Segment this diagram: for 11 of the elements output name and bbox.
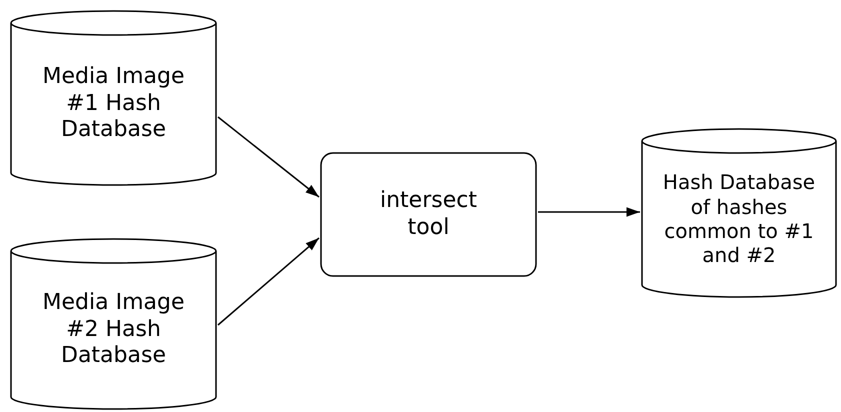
- node-label: Hash Database of hashes common to #1 and #2: [662, 170, 816, 268]
- process-box: [320, 152, 537, 277]
- node-label: Media Image #1 Hash Database: [42, 64, 186, 144]
- arrow: [538, 207, 640, 217]
- database-cylinder: [641, 128, 837, 298]
- arrow: [218, 237, 320, 326]
- node-label: Media Image #2 Hash Database: [42, 290, 186, 370]
- database-cylinder: [10, 10, 217, 186]
- node-label: intersect tool: [379, 188, 478, 242]
- database-cylinder: [10, 238, 217, 410]
- arrow: [218, 116, 320, 198]
